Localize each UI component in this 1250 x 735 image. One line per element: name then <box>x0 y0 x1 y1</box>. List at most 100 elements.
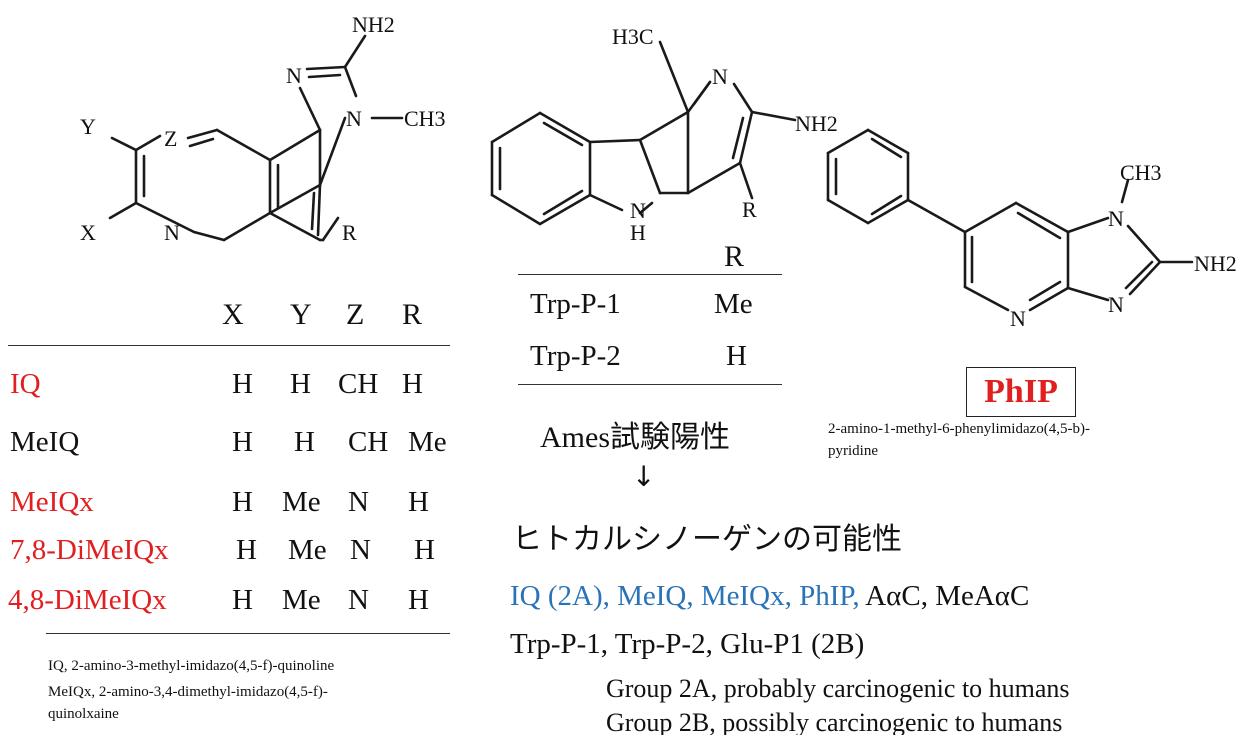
bond <box>222 211 272 242</box>
bond <box>318 116 347 187</box>
bond <box>310 191 316 231</box>
bond <box>1128 260 1162 296</box>
bond <box>305 65 347 71</box>
bond <box>870 137 903 159</box>
bond <box>490 111 542 144</box>
bond <box>1126 224 1162 264</box>
bond <box>826 128 870 155</box>
atom-n: N <box>1108 292 1124 317</box>
group-2b-definition: Group 2B, possibly carcinogenic to human… <box>606 708 1063 735</box>
bond <box>1028 286 1070 312</box>
bond <box>110 136 138 152</box>
bond <box>738 161 754 200</box>
atom-n: N <box>630 198 646 223</box>
atom-ch3: CH3 <box>1120 160 1162 185</box>
bond <box>542 121 584 147</box>
value-y: Me <box>288 534 327 566</box>
bond <box>826 198 870 225</box>
value-x: H <box>232 486 253 518</box>
bond <box>268 183 322 215</box>
footnote-meiqx: MeIQx, 2-amino-3,4-dimethyl-imidazo(4,5-… <box>48 684 328 700</box>
bond <box>307 73 342 79</box>
bond <box>1014 201 1070 234</box>
value-x: H <box>232 426 253 458</box>
bond <box>1120 178 1130 204</box>
bond <box>963 285 1010 312</box>
atom-n: N <box>1108 206 1124 231</box>
bond <box>268 211 322 242</box>
bond <box>738 110 754 165</box>
compound-name: Trp-P-2 <box>530 340 621 372</box>
atom-z: Z <box>164 126 177 151</box>
carcinogen-heading: ヒトカルシノーゲンの可能性 <box>512 522 902 557</box>
value-y: Me <box>282 486 321 518</box>
bond <box>1124 260 1154 290</box>
bond <box>186 128 219 140</box>
value-y: H <box>290 368 311 400</box>
atom-nh2: NH2 <box>352 12 395 37</box>
bond <box>870 194 903 216</box>
bond <box>298 86 322 132</box>
table-rule-bottom <box>46 633 450 634</box>
phip-fullname-cont: pyridine <box>828 443 878 459</box>
bond <box>963 201 1018 234</box>
atom-r: R <box>342 220 357 245</box>
ames-label: Ames試験陽性 <box>540 421 730 454</box>
compound-name: Trp-P-1 <box>530 288 621 320</box>
atom-h3c: H3C <box>612 24 654 49</box>
atom-n: N <box>164 220 180 245</box>
bond <box>108 201 138 220</box>
value-r: H <box>414 534 435 566</box>
bond <box>343 65 358 98</box>
value-r: H <box>726 340 747 372</box>
bond <box>686 161 742 195</box>
col-header-x: X <box>222 298 244 331</box>
bond <box>321 216 340 242</box>
compound-name: MeIQx <box>10 486 94 518</box>
atom-n: N <box>346 106 362 131</box>
table-rule-top <box>518 274 782 275</box>
bond <box>134 134 162 152</box>
value-z: CH <box>338 368 379 400</box>
value-x: H <box>236 534 257 566</box>
compound-name: 4,8-DiMeIQx <box>8 584 167 616</box>
value-z: CH <box>348 426 389 458</box>
atom-n: N <box>286 63 302 88</box>
bond <box>1066 216 1110 234</box>
trp-structure: H3C N NH2 N H R <box>490 24 838 245</box>
group-2a-compounds: IQ (2A), MeIQ, MeIQx, PhIP, <box>510 580 860 612</box>
table-rule-bottom <box>518 384 782 385</box>
atom-x: X <box>80 220 96 245</box>
atom-nh2: NH2 <box>1194 251 1237 276</box>
value-r: H <box>402 368 423 400</box>
bond <box>658 40 690 114</box>
bond <box>316 183 322 237</box>
bond <box>542 189 584 216</box>
value-z: N <box>348 584 369 616</box>
atom-h: H <box>630 220 646 245</box>
bond <box>866 128 910 155</box>
bond <box>866 198 910 225</box>
atom-nh2: NH2 <box>795 111 838 136</box>
down-arrow-icon: ↓ <box>632 460 656 493</box>
col-header-r: R <box>724 240 745 273</box>
bond <box>731 116 745 160</box>
bond <box>588 138 642 144</box>
value-z: N <box>350 534 371 566</box>
value-r: Me <box>408 426 447 458</box>
bond <box>1066 286 1110 302</box>
value-r: Me <box>714 288 753 320</box>
table-rule-top <box>8 345 450 346</box>
bond <box>732 82 754 114</box>
bond <box>588 193 624 212</box>
atom-y: Y <box>80 114 96 139</box>
atom-ch3: CH3 <box>404 106 446 131</box>
col-header-y: Y <box>290 298 312 331</box>
value-x: H <box>232 584 253 616</box>
bond <box>538 193 592 226</box>
bond <box>638 110 690 142</box>
bond <box>750 110 797 122</box>
footnote-iq: IQ, 2-amino-3-methyl-imidazo(4,5-f)-quin… <box>48 658 335 674</box>
